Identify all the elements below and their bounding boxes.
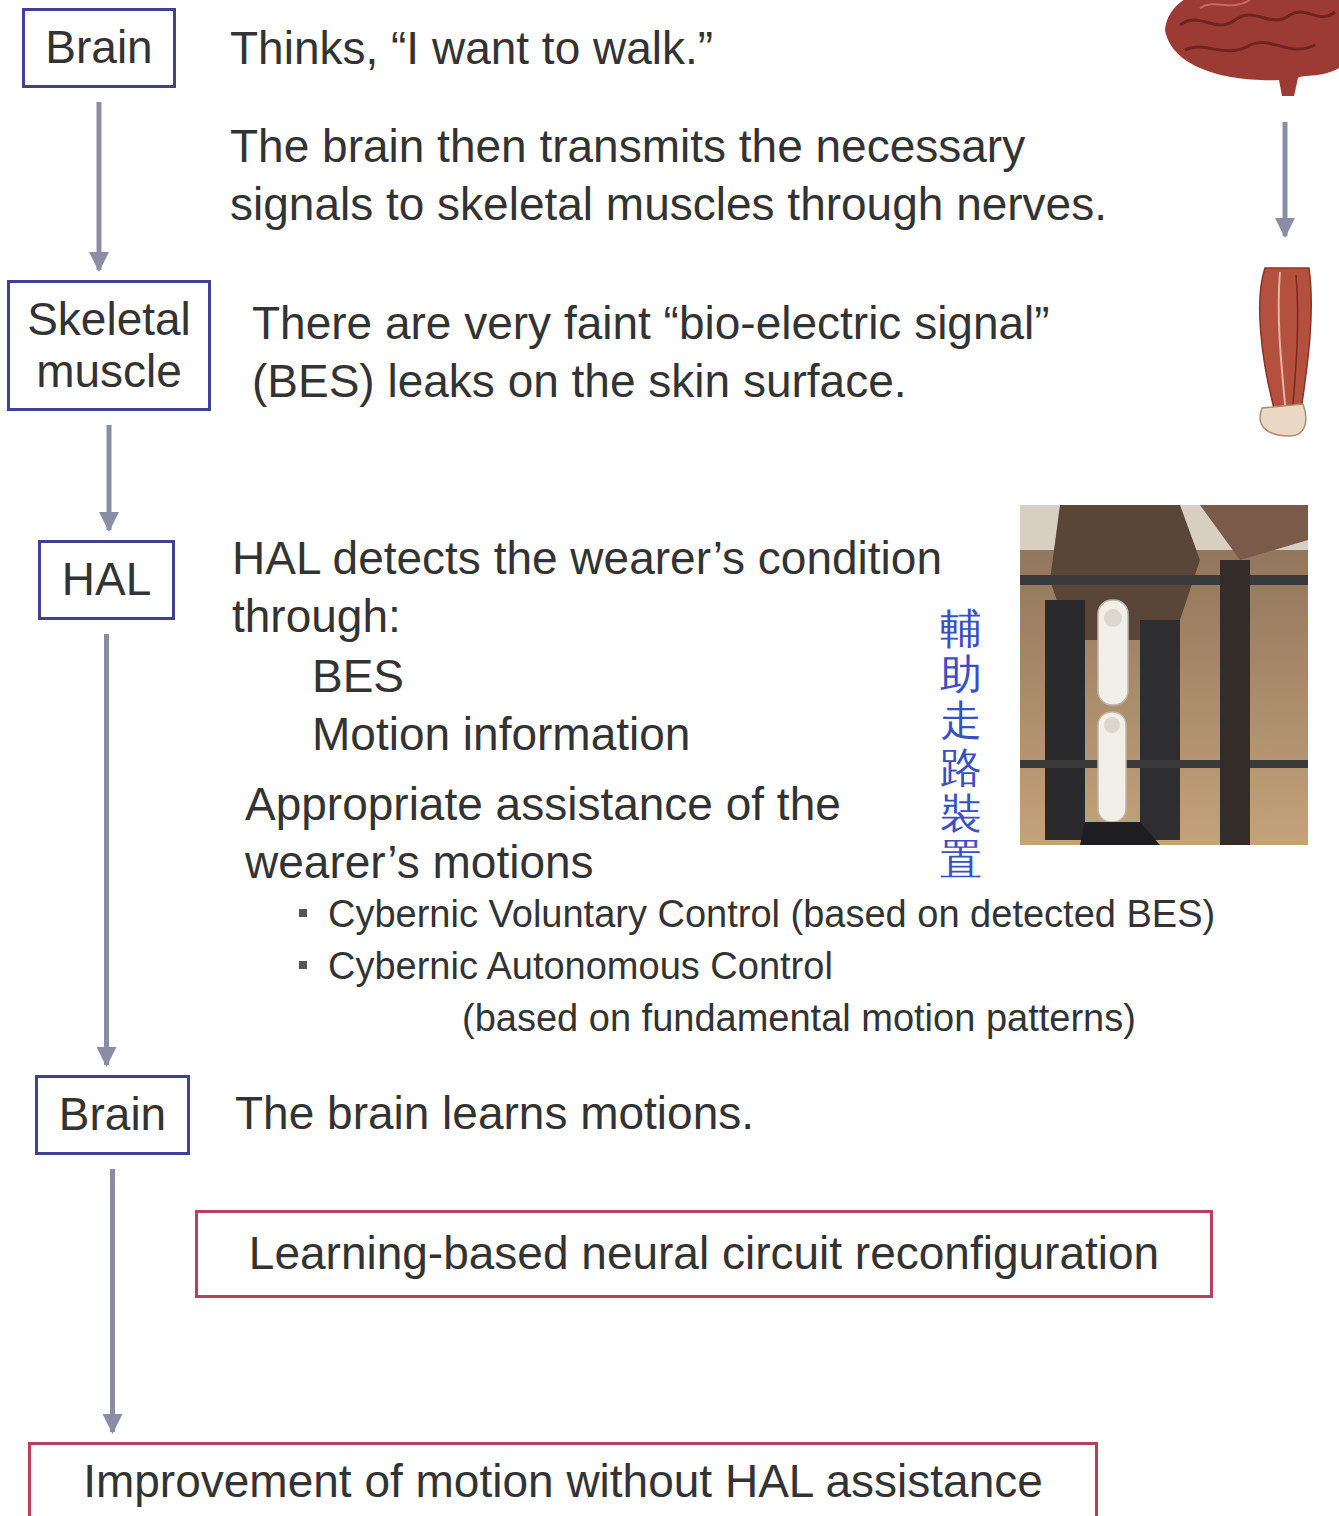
leg-muscle-illustration (1260, 268, 1312, 418)
stage-box: Skeletal muscle (7, 280, 211, 411)
description-text: Thinks, “I want to walk.” (230, 20, 713, 78)
hal-photo (1200, 505, 1308, 560)
description-text: There are very faint “bio-electric signa… (252, 295, 1112, 411)
result-box: Learning-based neural circuit reconfigur… (195, 1210, 1213, 1298)
box-label: Brain (59, 1089, 166, 1141)
flow-arrow (97, 102, 102, 270)
hal-photo (1020, 760, 1308, 768)
brain-illustration (1180, 12, 1335, 25)
bullet-symbol (299, 909, 307, 917)
result-box: Improvement of motion without HAL assist… (28, 1442, 1098, 1516)
brain-illustration (1185, 42, 1315, 50)
stage-box: Brain (22, 8, 176, 88)
hal-photo (1098, 600, 1128, 705)
bullet-item: Cybernic Autonomous Control (based on fu… (328, 940, 1202, 1044)
list-item: BES (312, 648, 404, 706)
hal-photo (1080, 822, 1160, 845)
bullet-item: Cybernic Voluntary Control (based on det… (328, 888, 1215, 940)
box-label: Brain (45, 22, 152, 74)
leg-muscle-illustration (1260, 404, 1306, 436)
flow-arrow (104, 634, 109, 1065)
line-spacer (888, 940, 1202, 960)
hal-photo (1045, 600, 1085, 840)
stage-box: Brain (35, 1075, 190, 1155)
hal-photo (1020, 575, 1308, 585)
stage-box: HAL (38, 540, 175, 620)
hal-photo (1104, 609, 1122, 627)
hal-photo (1098, 712, 1126, 822)
description-text: HAL detects the wearer’s condition throu… (232, 530, 992, 646)
box-label: Improvement of motion without HAL assist… (83, 1456, 1043, 1508)
leg-muscle-illustration (1279, 272, 1286, 415)
leg-muscle-illustration (1260, 268, 1312, 436)
hal-photo (1104, 717, 1120, 733)
description-text: The brain learns motions. (235, 1085, 754, 1143)
flow-arrow (107, 425, 112, 530)
bullet-symbol (299, 909, 307, 969)
vertical-note: 輔助走路裝置 (940, 606, 982, 883)
hal-photo (1020, 505, 1308, 845)
description-text: Appropriate assistance of the wearer’s m… (245, 776, 925, 892)
box-label: Learning-based neural circuit reconfigur… (249, 1228, 1159, 1280)
list-item: Motion information (312, 706, 690, 764)
brain-illustration (1200, 0, 1250, 8)
flow-arrow-illustration (1283, 122, 1288, 236)
description-text: The brain then transmits the necessary s… (230, 118, 1150, 234)
leg-muscle-illustration (1292, 275, 1298, 415)
brain-illustration (1165, 0, 1339, 96)
brain-illustration (1165, 0, 1339, 96)
bullet-symbol (299, 961, 307, 969)
hal-photo (1220, 560, 1250, 845)
flow-arrow (110, 1169, 115, 1432)
flow-arrow-illustration (1285, 122, 1286, 236)
hal-photo (1020, 505, 1308, 845)
box-label: HAL (62, 554, 151, 606)
hal-photo (1140, 620, 1180, 840)
box-label: Skeletal muscle (24, 294, 194, 397)
